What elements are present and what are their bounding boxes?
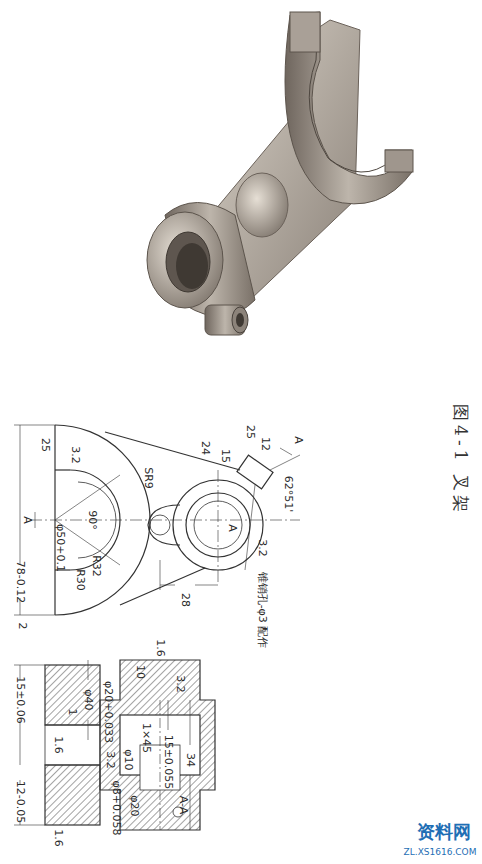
dimension: 10 bbox=[135, 664, 146, 680]
dimension: φ8+0.058 bbox=[111, 780, 122, 837]
dimension: 24 bbox=[200, 440, 211, 456]
roughness-value: 1.6 bbox=[53, 828, 64, 848]
dimension: 15±0.055 bbox=[163, 734, 174, 791]
dimension: φ40 bbox=[83, 688, 94, 711]
section-arrow-label: A bbox=[293, 435, 304, 445]
watermark: 资料网 bbox=[416, 823, 472, 841]
dimension: φ10 bbox=[123, 748, 134, 771]
roughness-value: 1.6 bbox=[155, 638, 166, 658]
section-title: A-A bbox=[178, 795, 189, 816]
roughness-value: 3.2 bbox=[70, 445, 81, 465]
center-label: A bbox=[227, 523, 238, 533]
part-render bbox=[147, 12, 413, 335]
section-arrow-label: A bbox=[22, 515, 33, 525]
roughness-value: 1.6 bbox=[53, 735, 64, 755]
roughness-value: 3.2 bbox=[257, 538, 268, 558]
dimension: 1 bbox=[67, 708, 78, 717]
dimension: 78-0.12 bbox=[15, 560, 26, 604]
dimension: 34 bbox=[185, 752, 196, 768]
dimension: 2 bbox=[17, 622, 28, 631]
roughness-value: 3.2 bbox=[105, 750, 116, 770]
roughness-value: 3.2 bbox=[175, 674, 186, 694]
roughness-value: 12 bbox=[260, 436, 271, 452]
note: 锥销孔-φ3 配作 bbox=[257, 571, 268, 650]
angle-dimension: 62°51' bbox=[283, 475, 294, 514]
dimension: φ20+0.033 bbox=[103, 680, 114, 744]
dimension: 12-0.05 bbox=[15, 780, 26, 824]
chamfer-dimension: 1×45 bbox=[141, 722, 152, 754]
dimension: φ20 bbox=[129, 794, 140, 817]
angle-dimension: 90° bbox=[87, 509, 98, 531]
roughness-value: 25 bbox=[40, 437, 51, 453]
dimension: 15 bbox=[220, 448, 231, 464]
watermark: ZL.XS1616.COM bbox=[403, 848, 478, 857]
dimension: 15±0.06 bbox=[15, 675, 26, 725]
dimension: φ50+0.1 bbox=[55, 523, 66, 573]
dimension: 28 bbox=[180, 592, 191, 608]
figure-caption: 图4-1 叉架 bbox=[452, 403, 469, 517]
roughness-value: 25 bbox=[245, 424, 256, 440]
radius-dimension: SR9 bbox=[143, 466, 154, 490]
radius-dimension: R32 bbox=[91, 554, 102, 578]
radius-dimension: R30 bbox=[75, 568, 86, 592]
